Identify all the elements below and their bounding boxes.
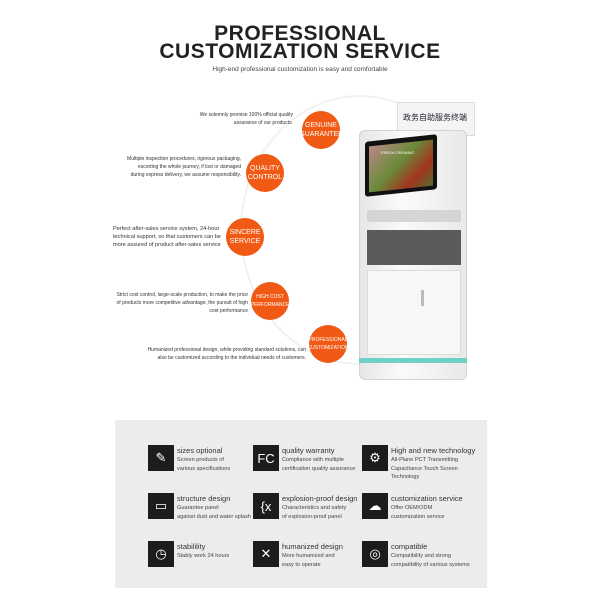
braces-x-icon: {x <box>253 493 279 519</box>
feature-description-line: Capacitance Touch Screen <box>391 465 458 472</box>
clock-icon: ◷ <box>148 541 174 567</box>
subtitle: High-end professional customization is e… <box>212 66 388 73</box>
feature-description-line: easy to operate <box>282 561 321 568</box>
tools-icon: ✕ <box>253 541 279 567</box>
feature-title: sizes optional <box>177 446 223 455</box>
feature-description-line: Compatibility and strong <box>391 553 452 559</box>
feature-description-line: Technology <box>391 474 420 480</box>
feature-description-line: Guarantee panel <box>177 505 219 511</box>
feature-description-line: certification quality assurance <box>282 465 356 472</box>
feature-description: Compatibility and strong compatibility of… <box>391 552 470 569</box>
feature-title: quality warranty <box>282 446 335 455</box>
feature-description-line: All-Plane PCT Transmitting <box>391 457 459 463</box>
feature-title: High and new technology <box>391 446 476 455</box>
feature-description-line: against dust and water splash <box>177 513 252 520</box>
features-panel <box>115 420 487 588</box>
feature-description: Stably work 24 hours <box>177 552 229 561</box>
feature-description: More humanized and easy to operate <box>282 552 335 569</box>
title-line-2: CUSTOMIZATION SERVICE <box>159 40 441 63</box>
service-badge-genuine: GENUINE GUARANTEE <box>299 111 343 149</box>
service-desc-quality: Multiple inspection procedures, rigorous… <box>127 156 241 178</box>
feature-description: Guarantee panel against dust and water sp… <box>177 504 251 521</box>
feature-description-line: customization service <box>391 513 445 520</box>
feature-description-line: of explosion-proof panel <box>282 513 342 520</box>
feature-title: humanized design <box>282 542 343 551</box>
rings-icon: ◎ <box>362 541 388 567</box>
fc-mark-icon: FC <box>253 445 279 471</box>
feature-description-line: Stably work 24 hours <box>177 553 230 559</box>
feature-title: explosion-proof design <box>282 494 358 503</box>
service-desc-sincere: Perfect after-sales service system, 24-h… <box>113 226 221 248</box>
feature-description-line: Screen products of <box>177 457 224 463</box>
chat-gear-icon: ⚙ <box>362 445 388 471</box>
feature-description-line: Compliance with multiple <box>282 457 344 463</box>
service-badge-sincere: SINCERE SERVICE <box>226 218 264 256</box>
feature-title: stabilility <box>177 542 206 551</box>
feature-description: Screen products of various specifications <box>177 456 230 473</box>
feature-title: customization service <box>391 494 463 503</box>
feature-description: Characteristics and safety of explosion-p… <box>282 504 346 521</box>
cloud-custom-icon: ☁ <box>362 493 388 519</box>
feature-description-line: Characteristics and safety <box>282 505 347 511</box>
feature-description-line: compatibility of various systems <box>391 561 470 568</box>
service-badge-professional: PROFESSIONAL CUSTOMIZATION <box>308 325 348 363</box>
kiosk-image: 政务自助服务终端 FRESH ORGANIC <box>345 100 480 385</box>
ruler-pen-icon: ✎ <box>148 445 174 471</box>
service-desc-professional: Humanized professional design, while pro… <box>147 347 306 361</box>
monitor-icon: ▭ <box>148 493 174 519</box>
service-badge-highcost: HIGH COST PERFORMANCE <box>251 282 289 320</box>
service-desc-highcost: Strict cost control, large-scale product… <box>116 292 248 314</box>
service-desc-genuine: We solemnly promise 100% official qualit… <box>199 112 293 126</box>
feature-title: compatible <box>391 542 428 551</box>
feature-description: Offer OEM/ODM customization service <box>391 504 444 521</box>
kiosk-screen-text: FRESH ORGANIC <box>381 150 415 155</box>
feature-description: Compliance with multiple certification qu… <box>282 456 355 473</box>
kiosk-sign: 政务自助服务终端 <box>403 113 467 122</box>
feature-description-line: various specifications <box>177 465 231 472</box>
feature-description-line: Offer OEM/ODM <box>391 505 433 511</box>
service-badge-quality: QUALITY CONTROL <box>246 154 284 192</box>
title-line-1: PROFESSIONAL <box>214 22 386 45</box>
feature-description-line: More humanized and <box>282 553 335 559</box>
feature-title: structure design <box>177 494 231 503</box>
